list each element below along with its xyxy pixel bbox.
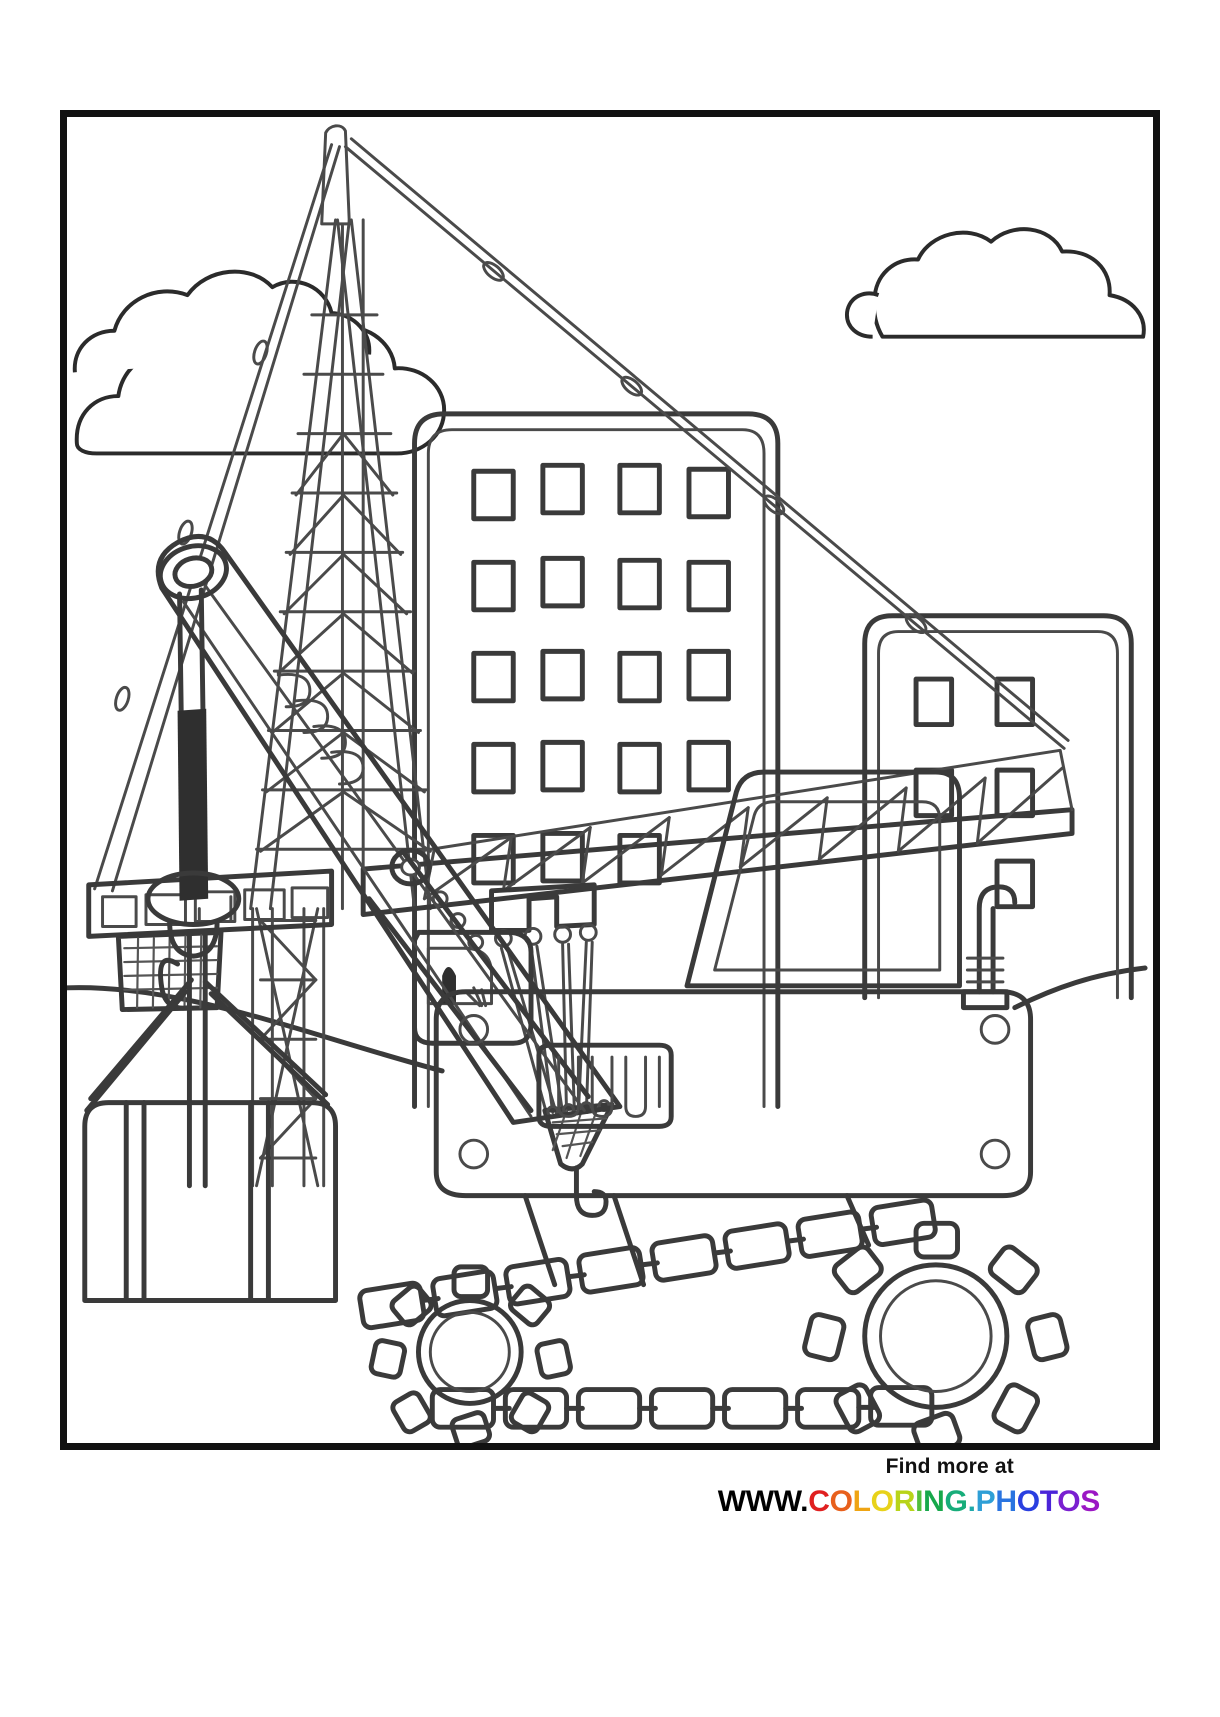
ground-line [67, 985, 445, 1074]
crawler-track [357, 1197, 1070, 1443]
url-segment-3: L [852, 1485, 871, 1518]
url-segment-1: C [808, 1485, 830, 1518]
crane-mast-upper [249, 218, 432, 911]
track-lower-run [429, 1385, 935, 1430]
artwork-frame [60, 110, 1160, 1450]
coloring-artwork [67, 124, 1148, 1443]
building-center-windows [471, 462, 731, 886]
url-segment-5: R [893, 1485, 916, 1518]
ground-line-right [1012, 965, 1148, 1011]
sprocket-rear [802, 1220, 1070, 1443]
crawler-vents [536, 1042, 674, 1129]
pendant-node [114, 339, 269, 712]
track-upper-run [357, 1197, 938, 1331]
url-segment-6: I [915, 1485, 924, 1518]
site-url: WWW.COLORING.PHOTOS [0, 1485, 1101, 1519]
building-center [412, 411, 781, 1110]
crawler-exhaust [960, 884, 1018, 1011]
building-right-windows [913, 676, 1036, 910]
url-segment-2: O [829, 1485, 853, 1518]
tower-crane [86, 124, 1075, 1218]
url-segment-9: . [967, 1485, 976, 1518]
url-segment-10: P [975, 1485, 996, 1518]
crane-jib [360, 748, 1075, 918]
crawler-hook-block [145, 870, 242, 1189]
url-segment-14: O [1057, 1485, 1081, 1518]
crawler-crane [82, 534, 1070, 1443]
footer: Find more at WWW.COLORING.PHOTOS [0, 1455, 1160, 1519]
url-segment-15: S [1080, 1485, 1100, 1518]
sprocket-front [368, 1264, 573, 1443]
boom-rungs [276, 673, 365, 786]
crane-mast-lower [251, 907, 326, 1188]
trolley-sheave [493, 922, 598, 948]
crawler-boom [155, 534, 623, 1125]
cloud-right [844, 227, 1146, 339]
body-bolts [458, 1014, 1011, 1170]
crawler-cabin [684, 769, 962, 989]
url-segment-13: T [1039, 1485, 1058, 1518]
find-more-label: Find more at [885, 1455, 1014, 1478]
crane-trolley [489, 882, 615, 1218]
url-segment-8: G [944, 1485, 968, 1518]
url-segment-11: H [995, 1485, 1017, 1518]
suspended-container [82, 977, 339, 1303]
crawler-body [433, 989, 1034, 1199]
url-segment-4: O [870, 1485, 894, 1518]
crawler-hoist-rope [177, 587, 209, 901]
crane-jib-lattice [422, 766, 1064, 901]
url-segment-12: O [1016, 1485, 1040, 1518]
url-segment-0: WWW. [717, 1485, 809, 1518]
url-segment-7: N [923, 1485, 945, 1518]
